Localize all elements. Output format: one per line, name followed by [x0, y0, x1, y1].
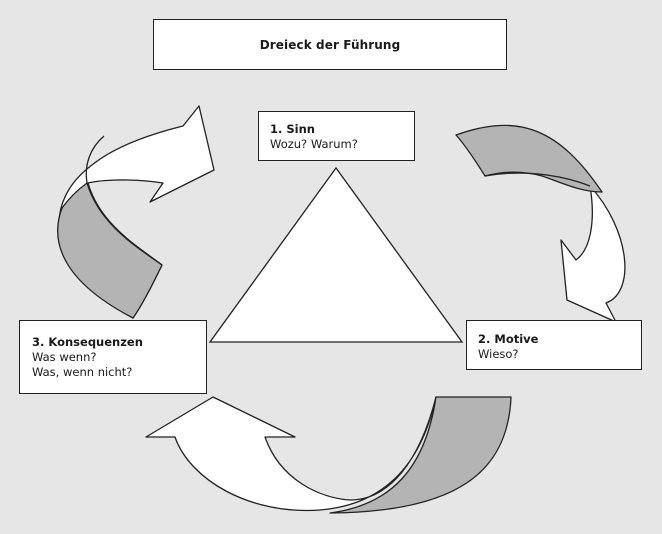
arrow-konsequenzen-to-sinn-shade: [57, 182, 163, 319]
arrow-konsequenzen-to-sinn-ridge: [85, 135, 105, 184]
node-sinn-question: Wozu? Warum?: [270, 137, 358, 151]
arrow-sinn-to-motive: [455, 124, 626, 323]
node-konsequenzen: 3. Konsequenzen Was wenn? Was, wenn nich…: [19, 320, 207, 394]
node-sinn-heading: 1. Sinn: [270, 122, 315, 136]
arrow-sinn-to-motive-body: [560, 185, 626, 323]
node-konsequenzen-heading: 3. Konsequenzen: [32, 335, 143, 349]
node-motive: 2. Motive Wieso?: [466, 320, 642, 370]
arrow-motive-to-konsequenzen: [145, 396, 512, 514]
node-motive-question: Wieso?: [478, 347, 519, 361]
node-sinn: 1. Sinn Wozu? Warum?: [258, 111, 415, 161]
arrow-sinn-to-motive-inner: [484, 172, 591, 187]
diagram-title-box: Dreieck der Führung: [153, 19, 507, 70]
diagram-title: Dreieck der Führung: [259, 37, 401, 52]
arrow-motive-to-konsequenzen-shade: [329, 396, 512, 514]
arrow-motive-to-konsequenzen-body: [145, 396, 437, 512]
arrow-konsequenzen-to-sinn: [57, 105, 215, 319]
node-motive-heading: 2. Motive: [478, 332, 539, 346]
leadership-triangle: [208, 166, 464, 343]
arrow-sinn-to-motive-shade: [455, 124, 603, 193]
node-konsequenzen-question-1: Was wenn?: [32, 350, 97, 364]
node-konsequenzen-question-2: Was, wenn nicht?: [32, 365, 133, 379]
